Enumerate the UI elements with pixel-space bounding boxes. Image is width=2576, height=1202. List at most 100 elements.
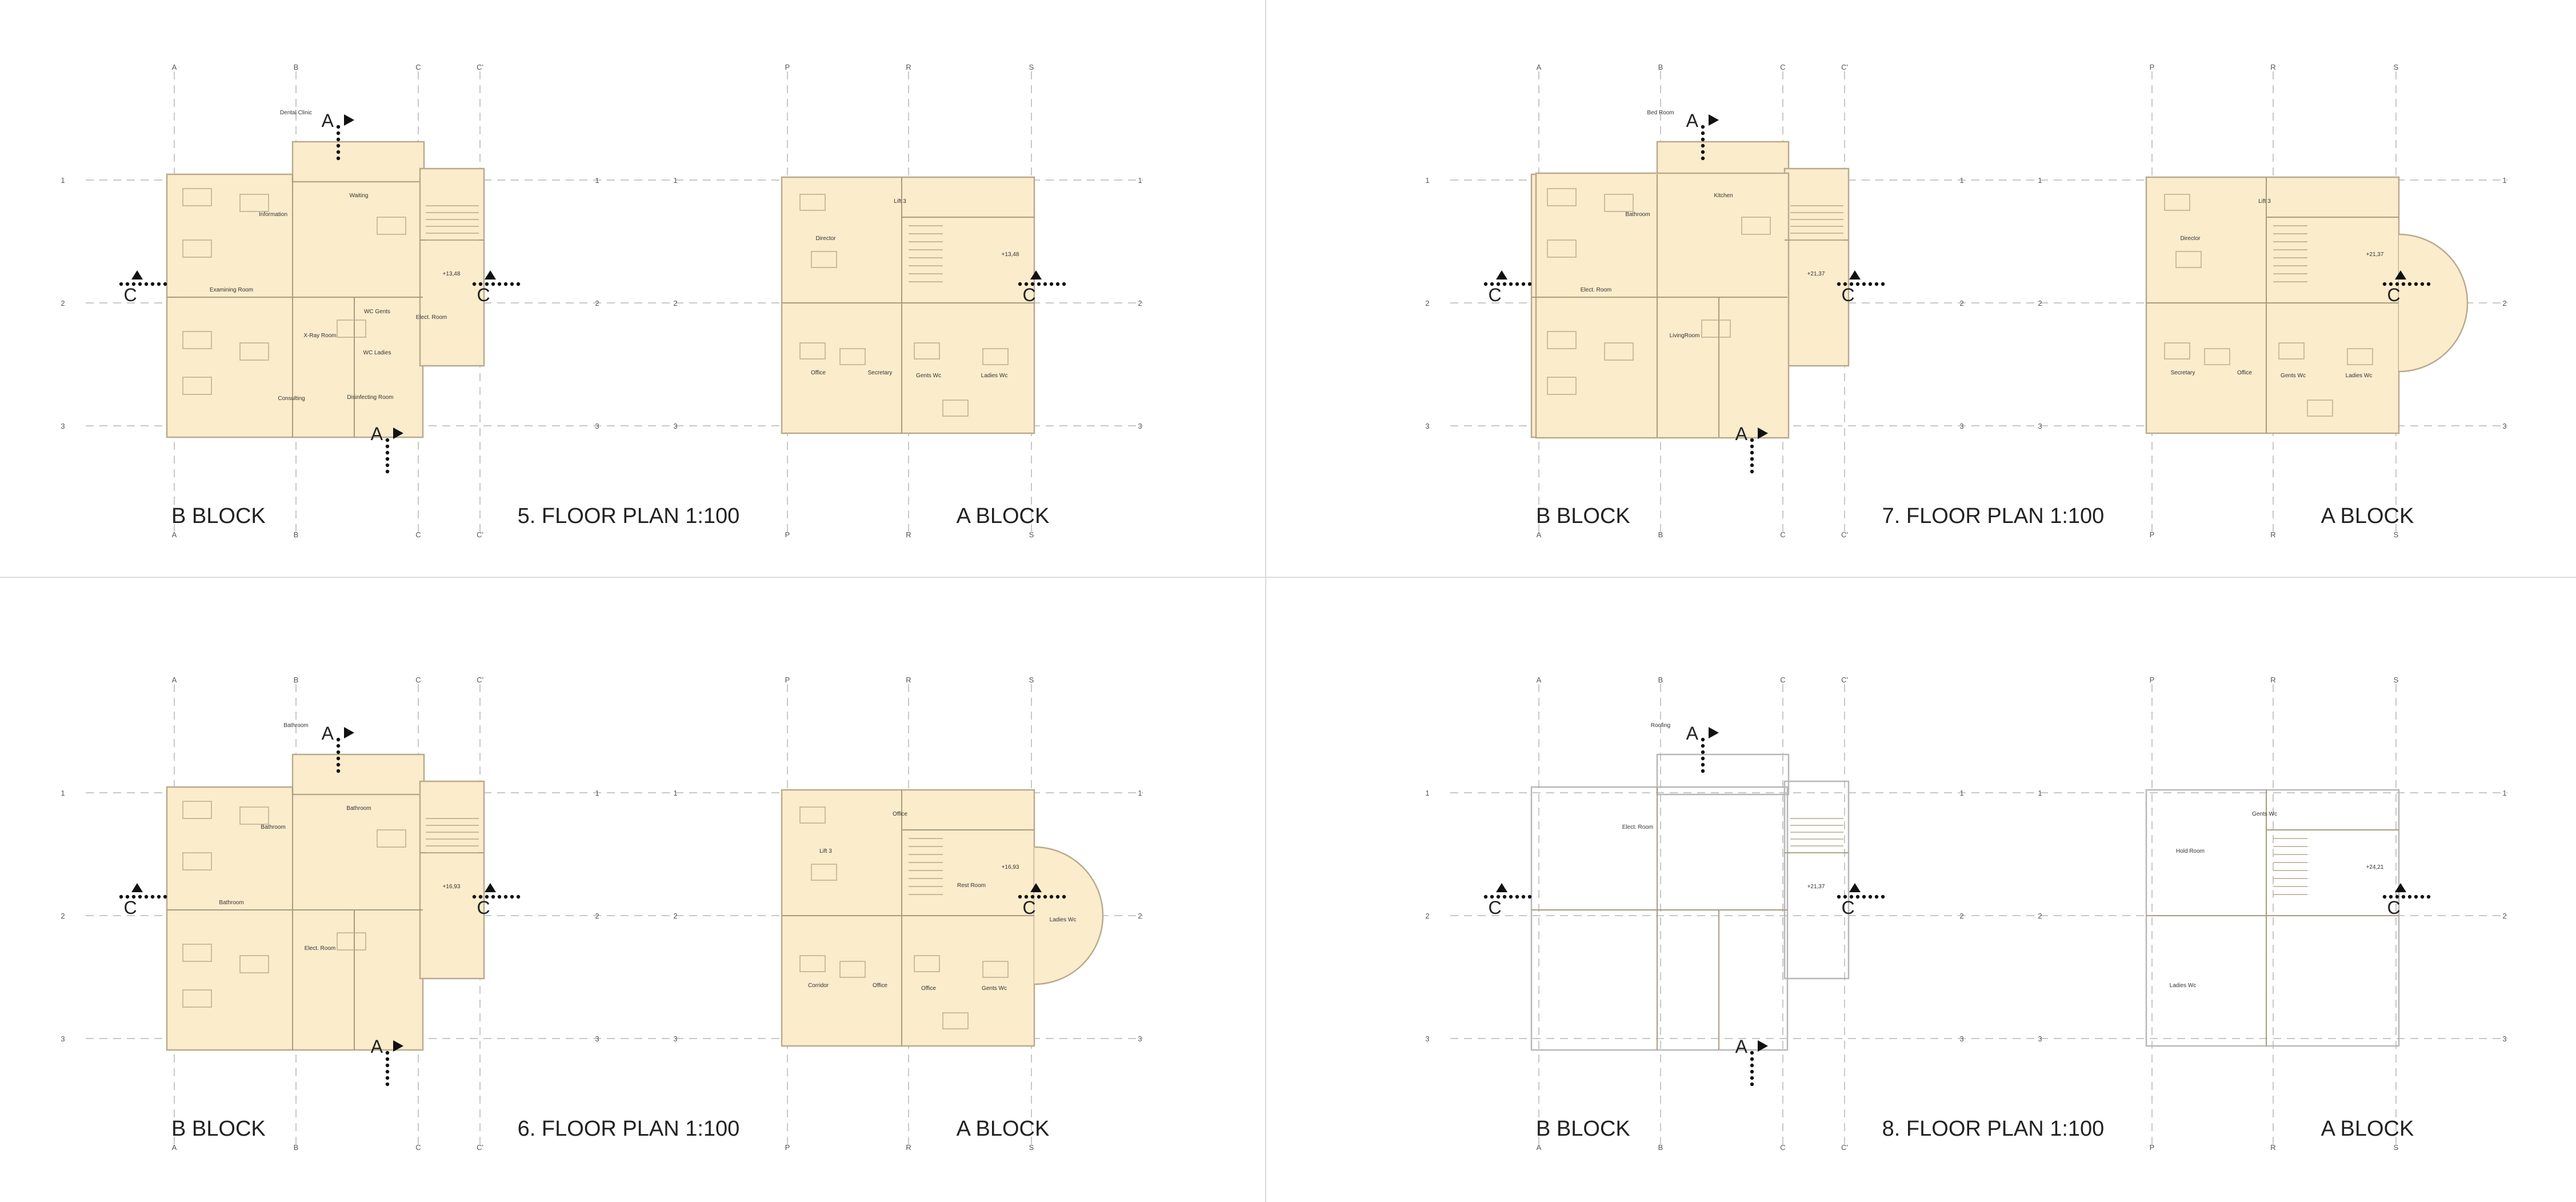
room-label: X-Ray Room [303,333,336,339]
grid-label-top: P [785,676,790,684]
grid-row-label-mid: 1 [595,176,599,185]
section-marker-a-top-dot [336,737,341,742]
section-marker-c-mid-arrow [1849,883,1861,892]
section-marker-a-top-arrow [1709,727,1719,738]
grid-label-bottom: B [1658,1143,1663,1152]
a-block-rotunda [2398,233,2469,373]
section-marker-c-right-arrow [2395,270,2406,279]
section-marker-a-top-dot [1701,131,1705,135]
furniture [799,342,826,360]
section-marker-a-bottom-dot [385,438,390,442]
section-marker-c-mid-dot [1837,282,1841,286]
room-label: Elect. Room [1622,824,1653,830]
a-block-title: A BLOCK [2321,504,2414,528]
furniture [2164,342,2190,360]
grid-row-label-right: 3 [2502,422,2506,430]
grid-row-label-mid: 3 [595,1035,599,1043]
section-marker-c-mid-dot [1874,282,1879,286]
section-marker-c-left-arrow [131,270,143,279]
section-marker-c-left-dot [1496,282,1501,286]
section-marker-c-left-dot [1515,894,1519,899]
section-marker-c-left-dot [144,282,149,286]
section-marker-c-right-label: C [2387,897,2400,918]
b-block-title: B BLOCK [1536,504,1630,528]
grid-row-label-right: 3 [1138,422,1142,430]
grid-row-label-mid2: 1 [673,176,677,185]
section-marker-c-mid-label: C [477,897,490,918]
section-marker-c-left-dot [125,282,130,286]
section-marker-a-bottom-dot [385,469,390,474]
section-marker-c-left-dot [1527,282,1532,286]
section-marker-c-mid-dot [510,282,514,286]
section-marker-c-mid-label: C [477,285,490,305]
grid-label-bottom: S [1029,1143,1034,1152]
grid-row-label-right: 2 [2502,912,2506,920]
section-marker-c-left-dot [1502,282,1507,286]
b-block-footprint [166,173,424,438]
section-marker-c-mid-dot [1855,282,1860,286]
grid-row-label-right: 1 [2502,789,2506,797]
grid-label-top: A [172,676,177,684]
room-label: Gents Wc [2281,373,2306,379]
section-marker-c-mid-dot [516,282,521,286]
section-marker-a-top-dot [1701,143,1705,148]
level-marker-a: +13,48 [1002,251,1019,258]
section-marker-c-mid-dot [1849,282,1854,286]
section-marker-a-top-dot [336,756,341,761]
grid-row-label-mid2: 2 [2038,912,2042,920]
section-marker-a-bottom-dot [385,1051,390,1055]
section-marker-c-mid-dot [1881,894,1885,899]
grid-row-label-right: 2 [1138,912,1142,920]
section-marker-a-top-dot [336,125,341,129]
grid-row-label-mid2: 2 [673,299,677,308]
b-block-stair-wing [419,780,485,980]
section-marker-a-top-label: A [322,110,334,131]
section-marker-c-right-dot [1062,282,1066,286]
grid-row-label-left: 3 [1425,1035,1429,1043]
grid-label-bottom: C [415,530,421,539]
floor-plan-title: 6. FLOOR PLAN 1:100 [518,1117,740,1141]
level-marker-a: +16,93 [1002,864,1019,870]
furniture [182,377,212,395]
section-marker-a-top-dot [1701,150,1705,154]
room-label: Lift 3 [2258,198,2271,205]
section-marker-c-right-dot [2420,282,2425,286]
b-block-stair-wing [419,167,485,367]
grid-label-top: S [1029,676,1034,684]
room-label: Ladies Wc [1050,917,1077,923]
grid-label-top: C [415,676,421,684]
a-block-footprint [781,176,1035,434]
level-marker-a: +24,21 [2366,864,2384,870]
section-marker-a-top-arrow [344,727,354,738]
section-marker-c-right-dot [1018,282,1022,286]
section-marker-a-top-dot [336,750,341,754]
section-marker-a-top-dot [336,131,341,135]
grid-row-label-right: 1 [2502,176,2506,185]
grid-label-top: C' [1841,63,1848,71]
furniture [942,1012,969,1029]
room-label: Waiting [350,193,369,199]
section-marker-a-bottom-dot [1750,444,1754,449]
furniture [982,348,1009,365]
furniture [914,955,940,972]
section-marker-c-mid-dot [485,282,489,286]
section-marker-c-mid-dot [472,282,477,286]
section-marker-a-top-arrow [344,114,354,126]
b-block-top-wing [1656,753,1790,796]
section-marker-a-top-dot [336,143,341,148]
section-marker-c-right-dot [1037,282,1041,286]
a-block-footprint [781,789,1035,1047]
grid-label-bottom: A [172,1143,177,1152]
a-block-title: A BLOCK [957,504,1050,528]
furniture [942,400,969,417]
grid-label-bottom: A [1537,530,1542,539]
section-marker-a-bottom-dot [385,1057,390,1061]
grid-label-top: S [2394,676,2399,684]
furniture [2278,342,2305,360]
section-marker-a-top-arrow [1709,114,1719,126]
section-marker-c-mid-dot [1843,894,1847,899]
room-label: Elect. Room [416,314,447,321]
